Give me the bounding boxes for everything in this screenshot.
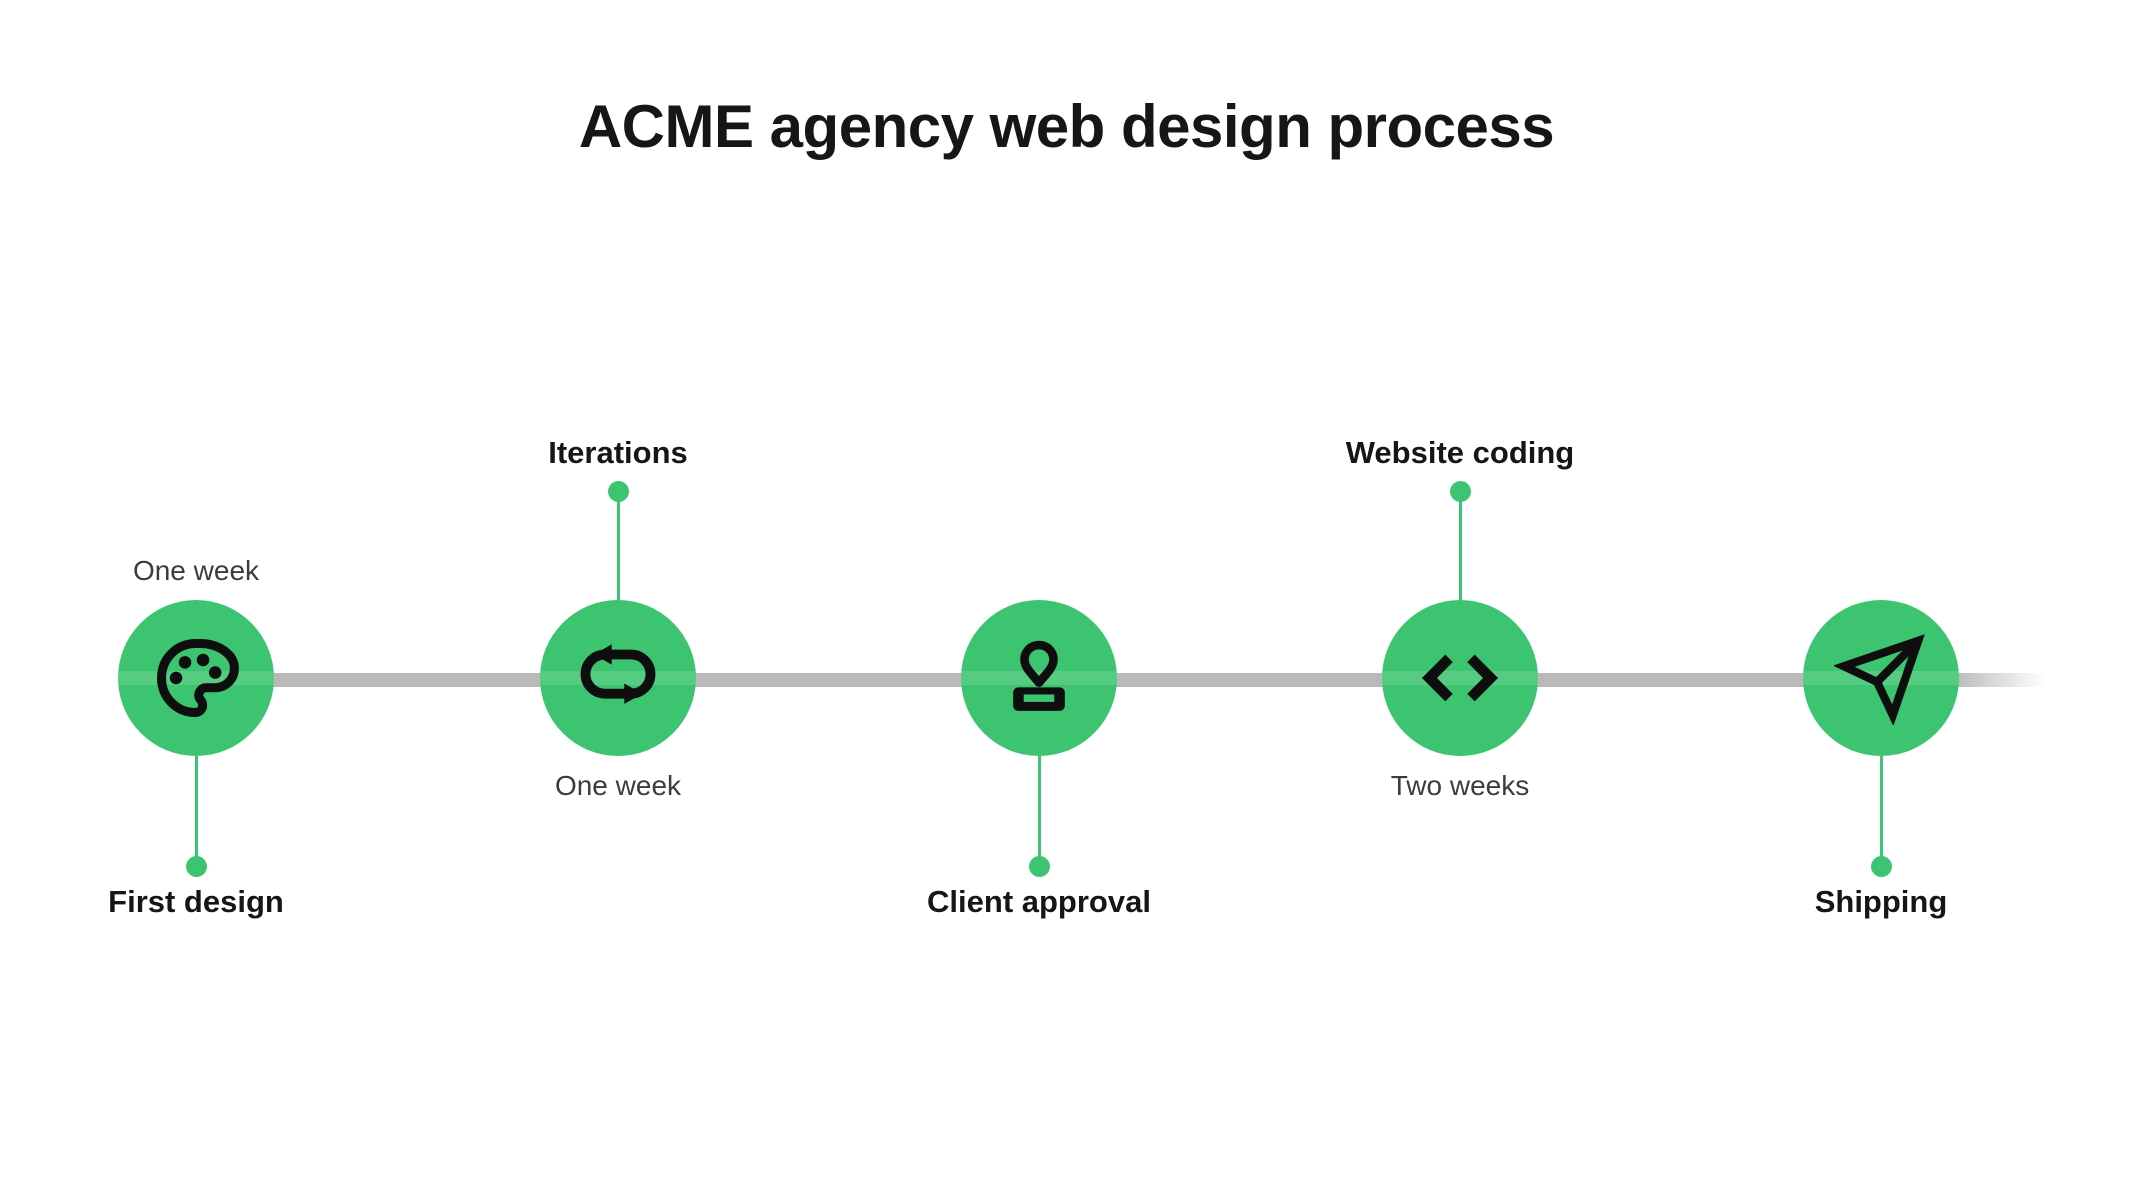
- connector-line: [185, 756, 207, 877]
- stamp-icon: [1013, 640, 1065, 711]
- palette-icon: [157, 639, 239, 717]
- connector-dot: [1028, 856, 1050, 877]
- milestone-circle: [118, 600, 274, 756]
- paper-plane-icon: [1834, 634, 1925, 725]
- code-icon: [1421, 654, 1499, 702]
- connector-dot: [1449, 481, 1471, 502]
- milestone-label: Iterations: [548, 435, 688, 470]
- connector-dot: [1870, 856, 1892, 877]
- page-title: ACME agency web design process: [578, 93, 1555, 160]
- milestone-circle: [1382, 600, 1538, 756]
- connector-line: [607, 481, 629, 600]
- milestone-label: Shipping: [1814, 884, 1948, 919]
- connector-line: [1870, 756, 1892, 877]
- connector-line: [1028, 756, 1050, 877]
- milestone-circle: [961, 600, 1117, 756]
- milestone-label: Client approval: [927, 884, 1151, 919]
- milestone-duration: Two weeks: [1390, 770, 1530, 801]
- connector-dot: [185, 856, 207, 877]
- timeline-bar: [196, 673, 2045, 687]
- milestone-label: Website coding: [1345, 435, 1575, 470]
- loop-icon: [580, 644, 656, 704]
- milestone-label: First design: [108, 884, 284, 919]
- connector-dot: [607, 481, 629, 502]
- milestone-circle: [540, 600, 696, 756]
- milestone-duration: One week: [132, 555, 260, 586]
- connector-line: [1449, 481, 1471, 600]
- milestone-duration: One week: [554, 770, 682, 801]
- milestone-circle: [1803, 600, 1959, 756]
